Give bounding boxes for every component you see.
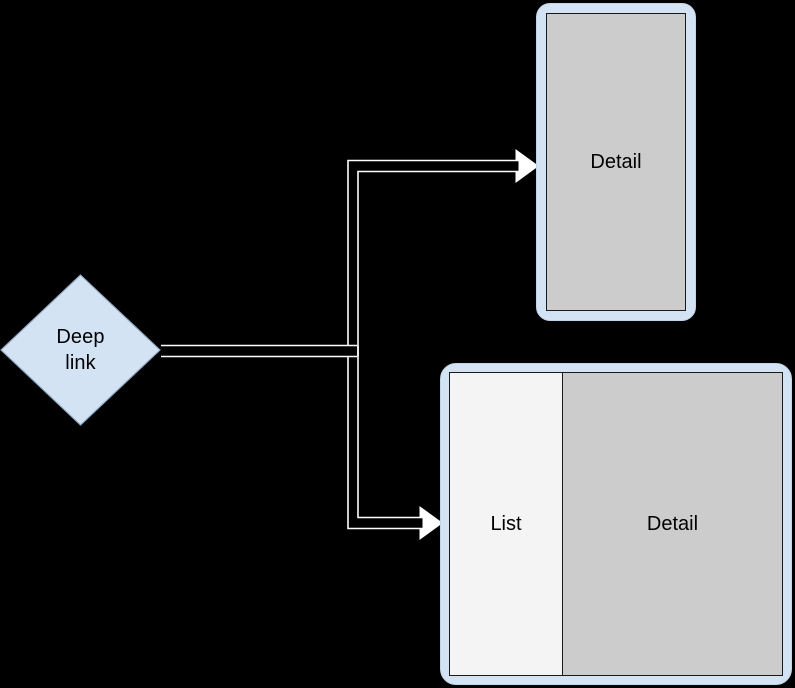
connector-to-tablet [347, 345, 423, 530]
connector-to-phone [347, 159, 519, 357]
deep-link-label-line1: Deep [56, 326, 105, 348]
tablet-detail-pane[interactable]: Detail [563, 373, 782, 675]
deep-link-label-line2: link [65, 352, 96, 374]
node-tablet-device[interactable]: List Detail [440, 363, 792, 685]
node-deep-link[interactable] [0, 274, 161, 426]
arrowhead-to-tablet [419, 506, 443, 540]
phone-screen: Detail [546, 13, 686, 311]
connector-trunk [161, 344, 357, 358]
tablet-list-pane[interactable]: List [450, 373, 563, 675]
node-deep-link-label: Deep link [0, 274, 161, 426]
tablet-screen: List Detail [449, 372, 783, 676]
diamond-shape [0, 274, 161, 426]
node-phone-device[interactable]: Detail [536, 3, 696, 321]
phone-detail-pane[interactable]: Detail [547, 14, 685, 310]
arrowhead-to-phone [515, 149, 539, 183]
